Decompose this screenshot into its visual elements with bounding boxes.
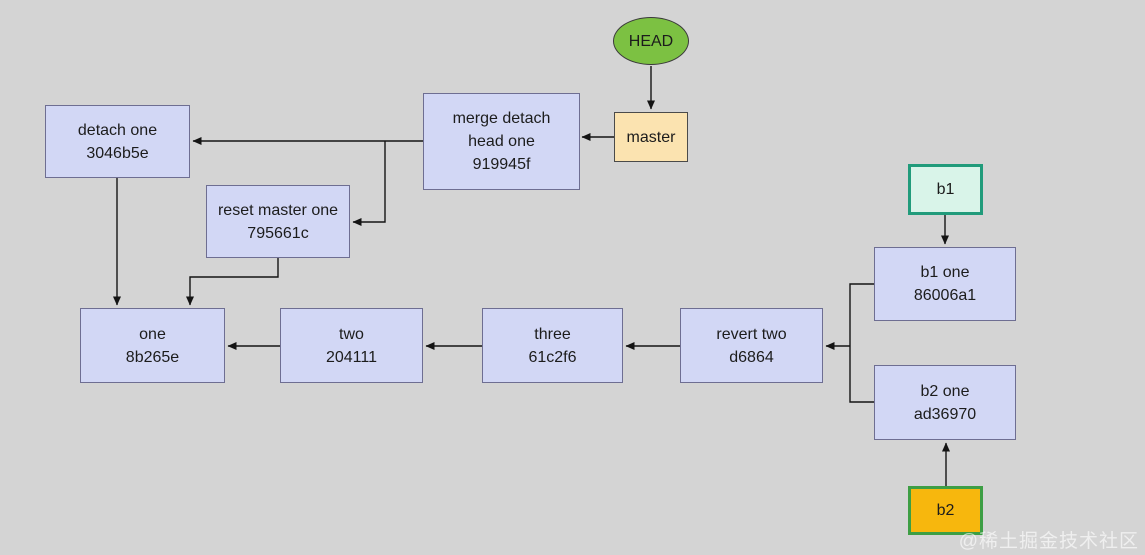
node-commit-ad36970: b2 one ad36970 [874, 365, 1016, 440]
edge-reset-master-one-to-one [186, 258, 279, 306]
commit-label: revert two [716, 325, 787, 343]
commit-hash: 204111 [325, 348, 377, 366]
commit-label: b2 one [920, 382, 970, 400]
node-commit-3046b5e: detach one 3046b5e [45, 105, 190, 178]
node-commit-61c2f6: three 61c2f6 [482, 308, 623, 383]
node-commit-86006a1: b1 one 86006a1 [874, 247, 1016, 321]
edge-merge-to-reset-master-one [352, 141, 386, 226]
node-branch-b1: b1 [908, 164, 983, 215]
commit-hash: 919945f [472, 156, 531, 173]
master-label: master [626, 128, 676, 146]
commit-label: two [339, 325, 364, 343]
commit-label: one [139, 325, 166, 343]
edge-bracket-b1one-b2one [849, 283, 874, 403]
node-commit-d6864: revert two d6864 [680, 308, 823, 383]
head-label: HEAD [628, 32, 674, 50]
commit-hash: 61c2f6 [528, 348, 577, 366]
branch-label: b2 [936, 502, 955, 519]
node-commit-8b265e: one 8b265e [80, 308, 225, 383]
commit-hash: 795661c [247, 224, 309, 242]
watermark: @稀土掘金技术社区 [958, 531, 1139, 552]
commit-label: detach one [77, 121, 158, 139]
node-commit-795661c: reset master one 795661c [206, 185, 350, 258]
node-commit-919945f: merge detach head one 919945f [423, 93, 580, 190]
branch-label: b1 [936, 181, 955, 198]
commit-hash: d6864 [729, 348, 774, 366]
commit-label: three [534, 325, 571, 343]
commit-hash: 3046b5e [86, 144, 149, 162]
commit-label: merge detach [452, 110, 551, 127]
commit-label: head one [468, 133, 535, 150]
node-branch-b2: b2 [908, 486, 983, 535]
commit-hash: 8b265e [125, 348, 180, 366]
node-master: master [614, 112, 688, 162]
commit-label: b1 one [920, 264, 970, 281]
commit-label: reset master one [217, 201, 339, 219]
commit-hash: ad36970 [913, 405, 977, 423]
node-commit-204111: two 204111 [280, 308, 423, 383]
node-head: HEAD [613, 17, 689, 65]
commit-hash: 86006a1 [913, 287, 977, 304]
